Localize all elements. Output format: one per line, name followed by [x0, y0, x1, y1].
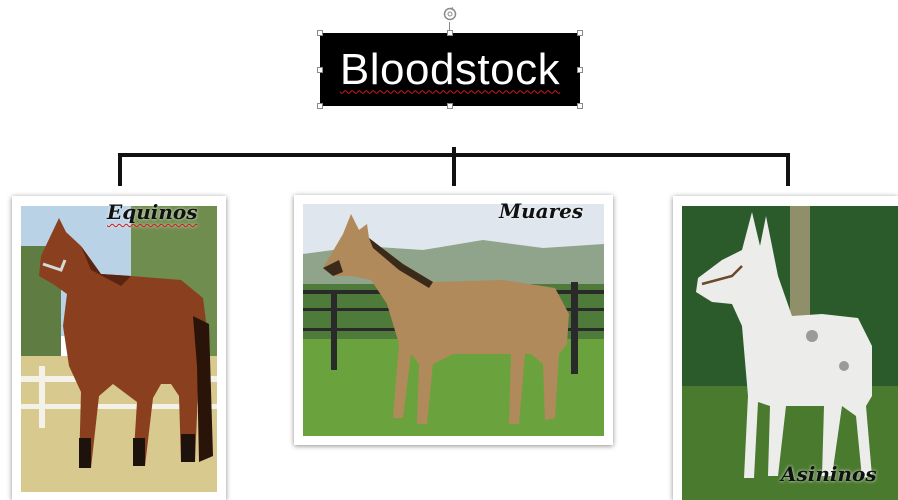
branch-label-asininos: Asininos	[781, 462, 877, 486]
resize-handle-top-right[interactable]	[577, 30, 583, 36]
rotate-handle-icon[interactable]	[442, 6, 458, 22]
title-text-box[interactable]: Bloodstock	[320, 33, 580, 106]
mule-photo	[303, 204, 604, 436]
resize-handle-bottom-right[interactable]	[577, 103, 583, 109]
resize-handle-top-left[interactable]	[317, 30, 323, 36]
branch-label-equinos: Equinos	[107, 200, 198, 224]
connector-center[interactable]	[452, 147, 456, 186]
muares-card[interactable]: Muares	[294, 195, 613, 445]
connector-asininos[interactable]	[786, 153, 790, 186]
resize-handle-top[interactable]	[447, 30, 453, 36]
resize-handle-bottom[interactable]	[447, 103, 453, 109]
diagram-title[interactable]: Bloodstock	[340, 48, 560, 92]
resize-handle-left[interactable]	[317, 67, 323, 73]
resize-handle-right[interactable]	[577, 67, 583, 73]
white-donkey-photo	[682, 206, 898, 500]
bay-horse-photo	[21, 206, 217, 492]
equinos-card[interactable]: Equinos	[12, 196, 226, 500]
resize-handle-bottom-left[interactable]	[317, 103, 323, 109]
connector-equinos[interactable]	[118, 153, 122, 186]
branch-label-muares: Muares	[499, 199, 583, 223]
asininos-card[interactable]: Asininos	[673, 196, 898, 500]
